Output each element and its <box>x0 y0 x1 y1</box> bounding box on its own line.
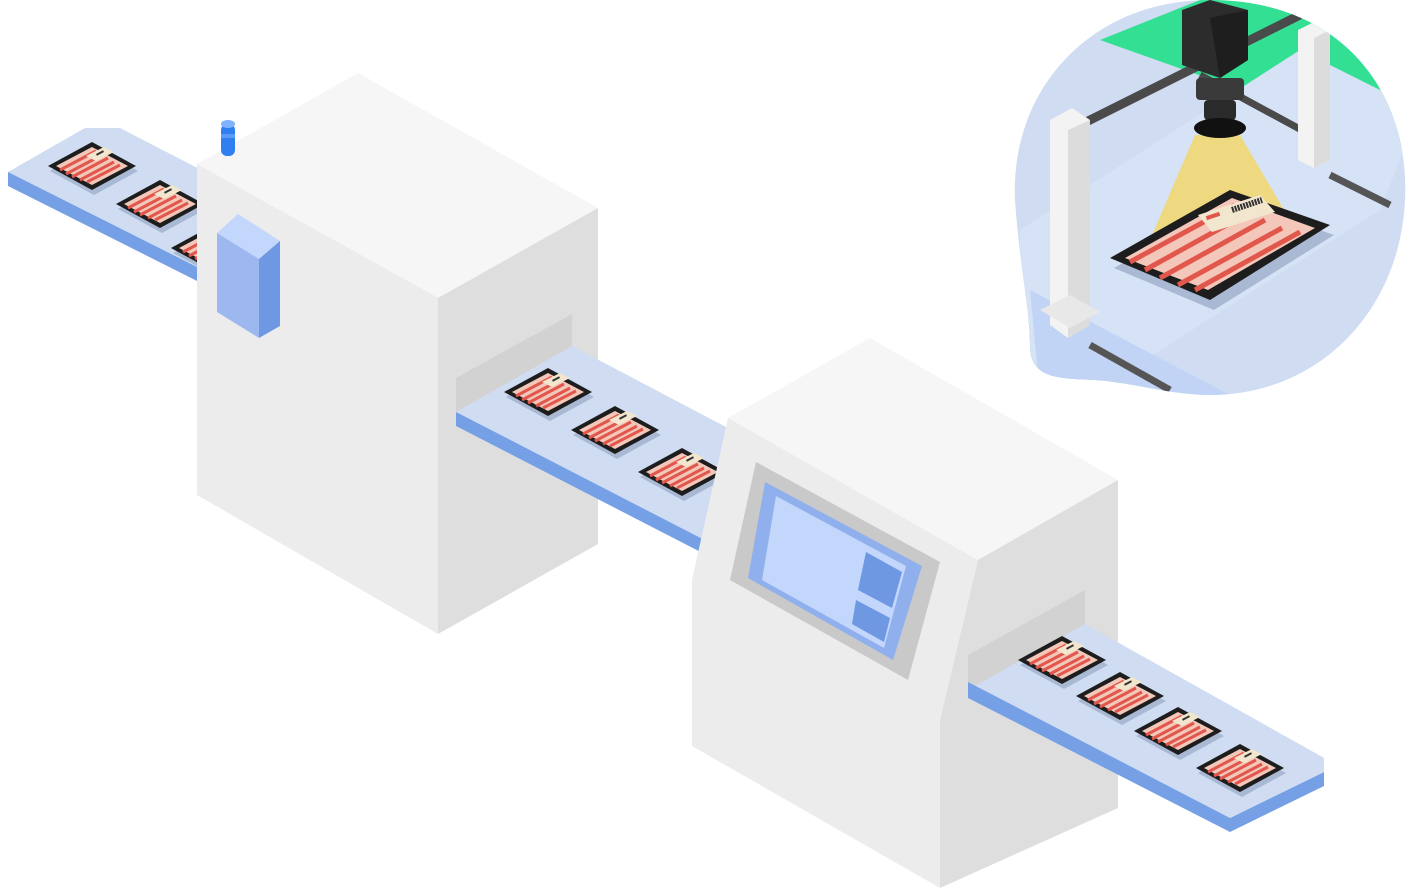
machine-1 <box>197 73 598 634</box>
camera-icon <box>1182 0 1248 138</box>
label-barcode-icon <box>1198 195 1275 232</box>
machine-1-opening <box>456 314 572 414</box>
machine-2-opening <box>968 590 1085 692</box>
control-box <box>217 214 280 338</box>
indicator-light-icon <box>221 120 235 156</box>
inspection-inset <box>1014 0 1406 395</box>
display-screen <box>730 462 940 680</box>
